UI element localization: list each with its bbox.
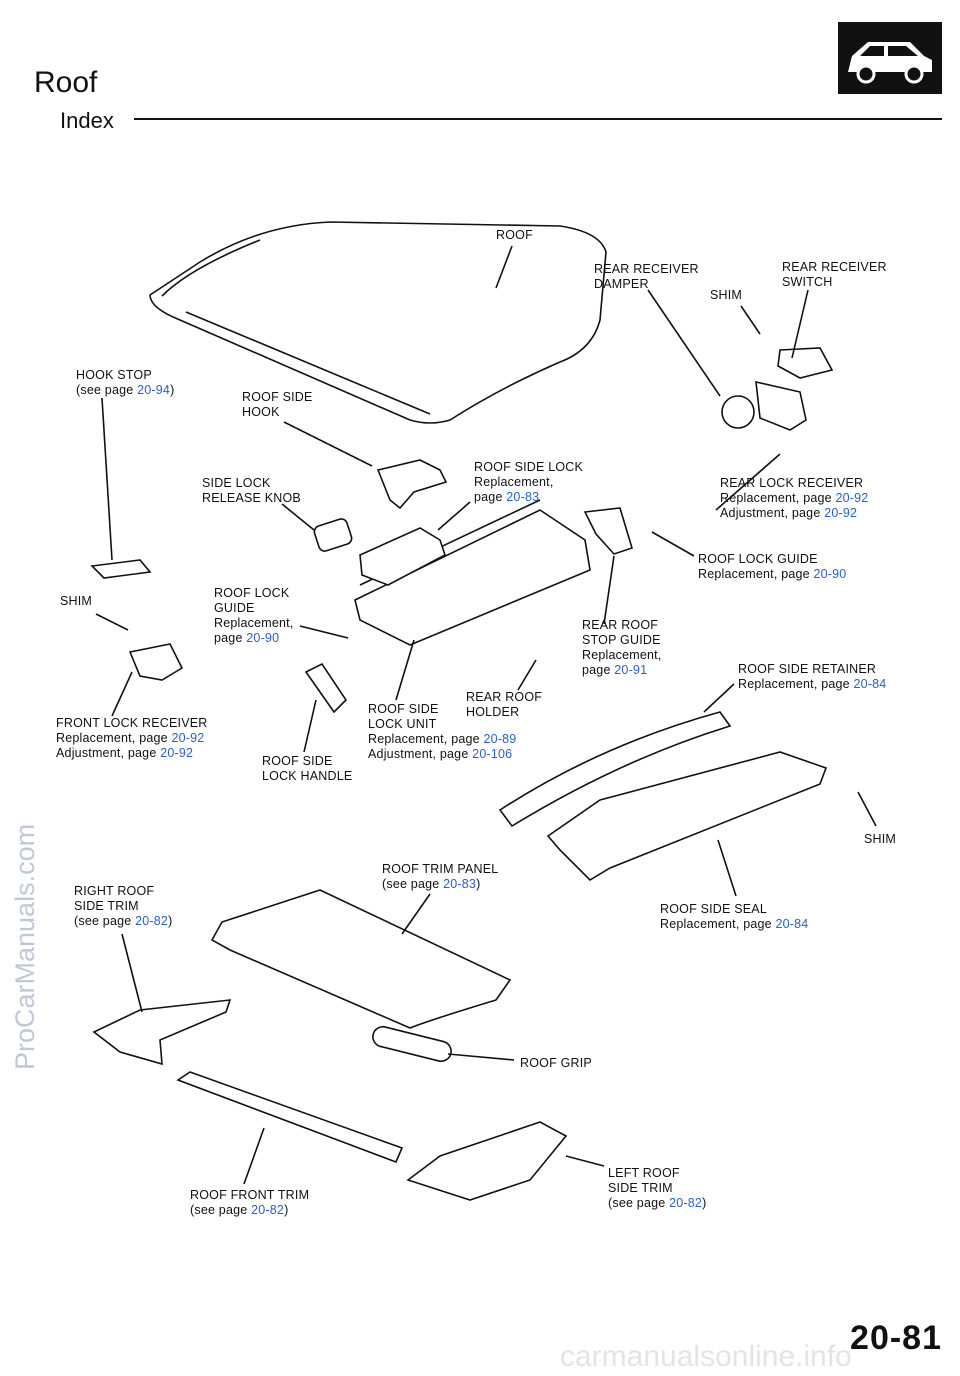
- right-roof-side-trim-ref-link[interactable]: 20-82: [135, 914, 169, 928]
- roof-trim-panel-ref-link[interactable]: 20-83: [443, 877, 477, 891]
- header-rule: [134, 118, 942, 120]
- label-rear-lock-receiver: REAR LOCK RECEIVER Replacement, page 20-…: [720, 476, 869, 520]
- left-roof-side-trim-ref-link[interactable]: 20-82: [669, 1196, 703, 1210]
- hook-stop-ref-link[interactable]: 20-94: [137, 383, 171, 397]
- rear-lock-receiver-adj-link[interactable]: 20-92: [824, 506, 858, 520]
- roof-front-trim-ref-link[interactable]: 20-82: [251, 1203, 285, 1217]
- roof-side-seal-link[interactable]: 20-84: [775, 917, 809, 931]
- label-hook-stop: HOOK STOP (see page 20-94): [76, 368, 175, 397]
- roof-lock-rail-shape: [354, 509, 591, 646]
- label-roof-front-trim: ROOF FRONT TRIM (see page 20-82): [190, 1188, 310, 1217]
- roof-side-lock-ref-link[interactable]: 20-83: [506, 490, 540, 504]
- label-roof-trim-panel: ROOF TRIM PANEL (see page 20-83): [382, 862, 499, 891]
- lock-handle-shape: [304, 662, 348, 714]
- label-rear-roof-stop-guide: REAR ROOF STOP GUIDE Replacement, page 2…: [582, 618, 662, 677]
- label-shim-left: SHIM: [60, 594, 93, 608]
- label-roof-lock-guide-left: ROOF LOCK GUIDE Replacement, page 20-90: [214, 586, 294, 645]
- label-front-lock-receiver: FRONT LOCK RECEIVER Replacement, page 20…: [56, 716, 208, 760]
- label-right-roof-side-trim: RIGHT ROOF SIDE TRIM (see page 20-82): [74, 884, 173, 928]
- left-side-trim-shape: [406, 1121, 568, 1201]
- roof-trim-panel-shape: [210, 889, 512, 1029]
- front-lock-receiver-repl-link[interactable]: 20-92: [171, 731, 205, 745]
- roof-grip-shape: [372, 1025, 452, 1063]
- label-shim-top: SHIM: [710, 288, 743, 302]
- label-roof: ROOF: [496, 228, 533, 242]
- label-left-roof-side-trim: LEFT ROOF SIDE TRIM (see page 20-82): [608, 1166, 707, 1210]
- roof-front-trim-shape: [176, 1071, 404, 1164]
- right-side-trim-shape: [92, 999, 232, 1066]
- label-roof-lock-guide-right: ROOF LOCK GUIDE Replacement, page 20-90: [698, 552, 847, 581]
- page-title: Roof: [34, 66, 98, 99]
- rear-damper-shape: [721, 395, 755, 429]
- front-lock-receiver-shape: [128, 643, 184, 681]
- front-lock-receiver-adj-link[interactable]: 20-92: [160, 746, 194, 760]
- label-roof-side-lock: ROOF SIDE LOCK Replacement, page 20-83: [474, 460, 584, 504]
- rear-lock-receiver-repl-link[interactable]: 20-92: [835, 491, 869, 505]
- watermark-bottom: carmanualsonline.info: [560, 1340, 852, 1373]
- roof-lock-guide-left-link[interactable]: 20-90: [246, 631, 280, 645]
- label-roof-grip: ROOF GRIP: [520, 1056, 592, 1070]
- leader-lines: [95, 245, 877, 1185]
- car-side-icon: [838, 22, 942, 94]
- rear-roof-stop-guide-link[interactable]: 20-91: [614, 663, 648, 677]
- hook-stop-shape: [90, 559, 152, 579]
- label-shim-right: SHIM: [864, 832, 897, 846]
- roof-side-lock-unit-repl-link[interactable]: 20-89: [483, 732, 517, 746]
- label-roof-side-retainer: ROOF SIDE RETAINER Replacement, page 20-…: [738, 662, 887, 691]
- roof-panel-shape: [149, 221, 607, 424]
- roof-side-lock-unit-adj-link[interactable]: 20-106: [472, 747, 513, 761]
- page-subtitle: Index: [60, 108, 114, 133]
- roof-lock-guide-right-shape: [583, 507, 633, 555]
- roof-side-seal-shape: [546, 751, 828, 882]
- rear-receiver-switch-shape: [777, 347, 834, 379]
- page-number: 20-81: [850, 1319, 942, 1357]
- roof-lock-guide-right-link[interactable]: 20-90: [813, 567, 847, 581]
- label-roof-side-lock-unit: ROOF SIDE LOCK UNIT Replacement, page 20…: [368, 702, 517, 761]
- rear-lock-receiver-shape: [755, 380, 807, 431]
- release-knob-shape: [313, 518, 353, 552]
- roof-side-retainer-shape: [498, 711, 732, 828]
- roof-side-hook-shape: [376, 459, 448, 510]
- roof-side-lock-shape: [359, 527, 446, 586]
- label-roof-side-seal: ROOF SIDE SEAL Replacement, page 20-84: [660, 902, 809, 931]
- roof-side-retainer-link[interactable]: 20-84: [853, 677, 887, 691]
- watermark-side: ProCarManuals.com: [10, 823, 40, 1070]
